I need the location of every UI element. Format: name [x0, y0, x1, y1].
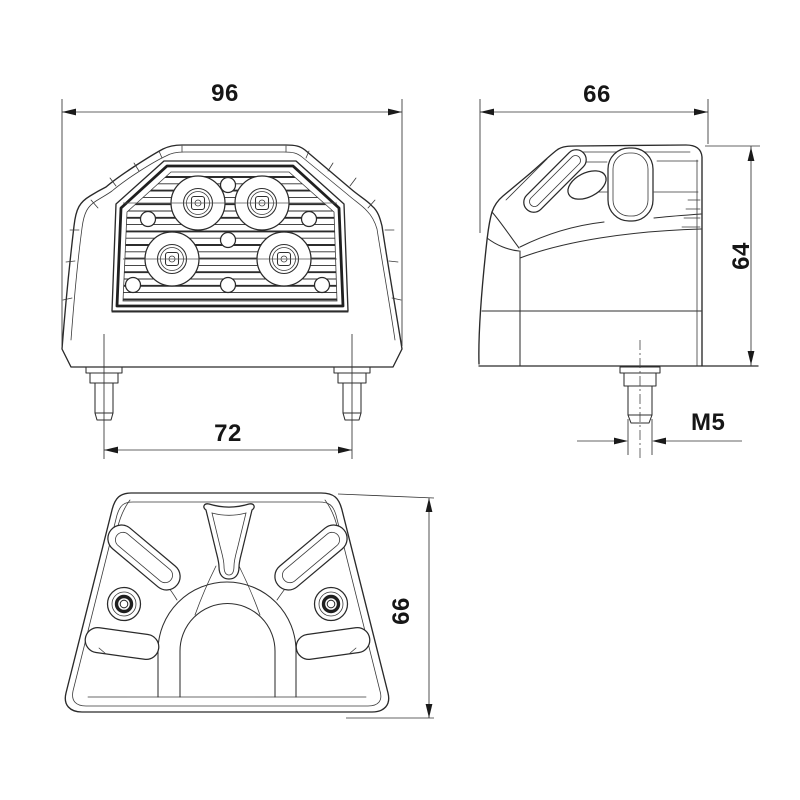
side-outline	[478, 144, 703, 367]
hole	[219, 231, 237, 249]
pad-oval	[567, 170, 607, 200]
wing-rib-right	[274, 524, 348, 591]
pad-vertical	[607, 147, 654, 222]
bottom-housing-outline	[64, 492, 390, 713]
boss-right	[313, 586, 349, 622]
side-view: 66 64 M5	[478, 81, 760, 458]
dim-front-overall-width: 96	[61, 80, 403, 346]
bottom-gasket-outline	[72, 501, 382, 707]
pad-lower-right	[295, 626, 371, 661]
hole	[219, 276, 237, 294]
hole	[139, 210, 157, 228]
hole	[313, 276, 331, 294]
dim-label-stud-spacing: 72	[214, 420, 242, 447]
hole	[124, 276, 142, 294]
dim-label-front-width: 96	[211, 80, 239, 107]
dim-label-side-height: 64	[728, 242, 755, 270]
dim-stud-thread: M5	[577, 409, 742, 455]
hole	[300, 210, 318, 228]
dim-side-overall-height: 64	[705, 145, 760, 366]
bezel-outer	[111, 160, 349, 312]
pad-lower-left	[84, 626, 160, 661]
bezel-inner	[122, 171, 338, 302]
front-view: 96 72	[61, 80, 403, 459]
dim-label-bottom-depth: 66	[388, 597, 415, 625]
bottom-view: 66	[64, 492, 435, 719]
side-front-edge	[486, 211, 521, 367]
housing-outline	[61, 144, 403, 368]
pad-diagonal	[523, 149, 587, 213]
housing-rim-inner-line	[70, 151, 396, 341]
housing-facet-ticks	[62, 145, 402, 301]
side-parting-curves	[519, 213, 702, 259]
cable-arch	[157, 581, 297, 698]
dim-side-overall-depth: 66	[479, 81, 709, 233]
lens-holes	[124, 176, 331, 294]
side-lobe-inner-line	[505, 158, 548, 201]
bezel-mid	[115, 164, 345, 308]
dim-label-stud-thread: M5	[691, 409, 725, 436]
dim-label-side-depth: 66	[583, 81, 611, 108]
dim-bottom-overall-depth: 66	[337, 493, 435, 719]
hole	[219, 176, 237, 194]
boss-left	[106, 586, 142, 622]
dim-stud-spacing: 72	[103, 334, 353, 459]
tongue-rib	[203, 503, 255, 580]
wing-rib-left	[107, 524, 181, 591]
